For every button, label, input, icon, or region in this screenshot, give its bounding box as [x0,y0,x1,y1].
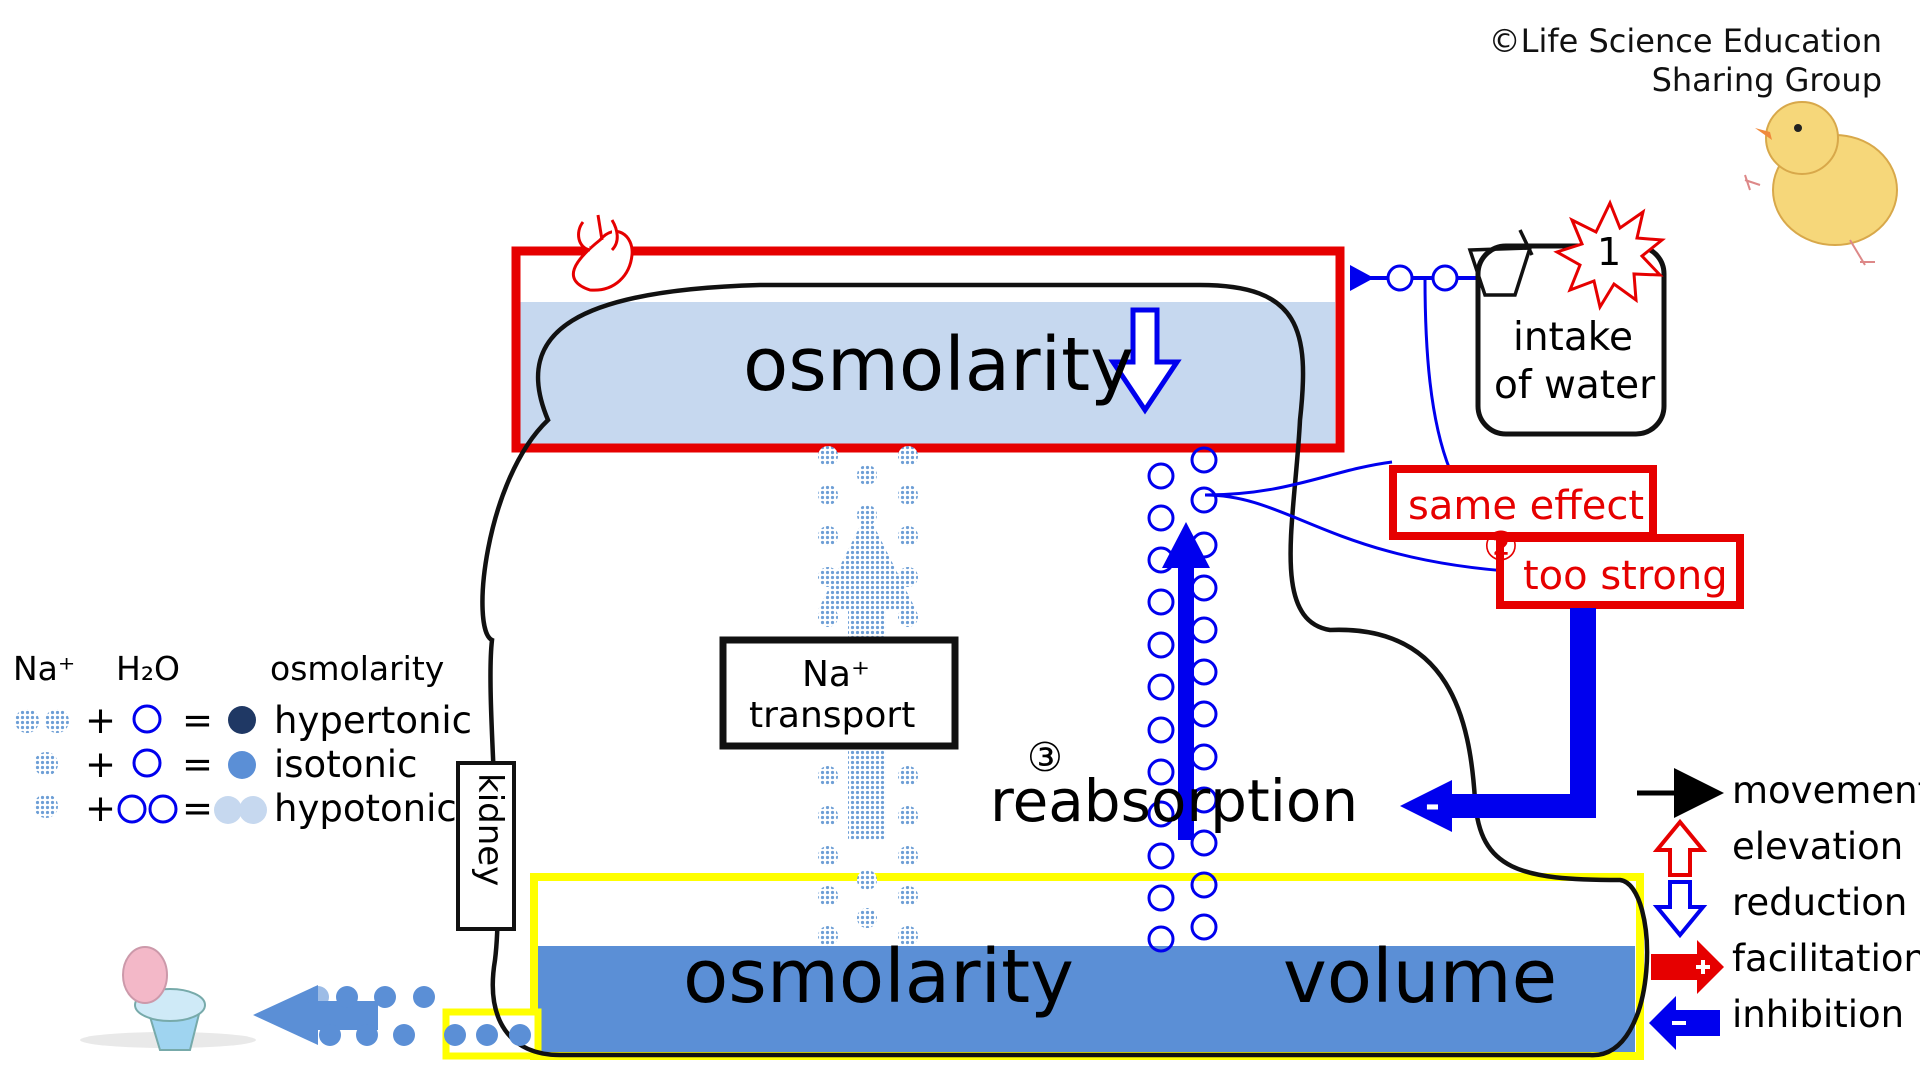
toilet-icon [80,946,256,1051]
chick-icon [1744,101,1898,266]
legend-elevation: elevation [1732,825,1904,868]
inhibition-arrow [1400,608,1596,832]
osmolarity-reduction-arrow [1108,307,1182,415]
red-up-arrow-icon [1652,818,1708,877]
reabsorption-arrow [1162,522,1210,840]
blood-fill [520,302,1335,444]
legend-row1-result: hypertonic [274,699,473,742]
blue-down-arrow-icon [1652,880,1708,939]
legend-row2-equals: = [182,743,214,786]
legend-header-osmolarity: osmolarity [270,649,445,688]
sodium-transport-line1: Na⁺ [802,654,870,695]
urine-particles [307,986,531,1046]
reabsorption-label: reabsorption [990,767,1359,835]
step-2-number: ② [1483,524,1519,570]
too-strong-label: too strong [1523,553,1728,599]
step-1-starburst-icon [1553,199,1666,311]
legend-row1-equals: = [182,699,214,742]
too-strong-box [1496,534,1744,609]
kidney-label: kidney [470,773,510,887]
urine-fill [538,946,1635,1053]
legend-row3-equals: = [182,787,214,830]
legend-row3-plus: + [85,787,117,830]
legend-row2-result: isotonic [274,743,418,786]
copyright-notice: ©Life Science Education Sharing Group [1488,22,1882,99]
step-3-number: ③ [1027,735,1063,781]
composition-legend-symbols [15,704,267,824]
intake-label-line1: intake [1513,315,1633,360]
legend-row3-result: hypotonic [274,787,457,830]
step-1-number: 1 [1597,230,1622,274]
legend-row1-plus: + [85,699,117,742]
kidney-label-box [456,761,516,931]
legend-header-sodium: Na⁺ [13,649,76,688]
sodium-particles-right [898,446,918,946]
sodium-particles-left [818,446,838,946]
effect-connector-lines [1204,277,1521,574]
urine-outflow-arrow [253,985,378,1045]
legend-facilitation: facilitation [1732,937,1920,980]
sodium-transport-box [719,636,959,750]
intake-label-line2: of water [1494,363,1656,408]
heart-icon [571,214,634,292]
legend-inhibition: inhibition [1732,993,1905,1036]
urine-volume-label: volume [1283,934,1558,1020]
sodium-transport-line2: transport [749,695,916,736]
legend-row2-plus: + [85,743,117,786]
red-plus-arrow-icon [1651,940,1724,994]
red-plus-arrow-inner [1696,960,1710,974]
blood-compartment-box [511,246,1345,453]
inhibition-minus-sign: - [1425,785,1440,826]
legend-header-water: H₂O [116,649,181,688]
legend-movement: movement [1732,769,1920,812]
same-effect-label: same effect [1408,483,1645,529]
urine-osmolarity-label: osmolarity [683,934,1074,1020]
legend-reduction: reduction [1732,881,1908,924]
same-effect-box [1389,465,1657,540]
arrow-legend-icons [1637,768,1724,1050]
water-particles [1147,446,1218,953]
blood-osmolarity-label: osmolarity [743,322,1134,408]
